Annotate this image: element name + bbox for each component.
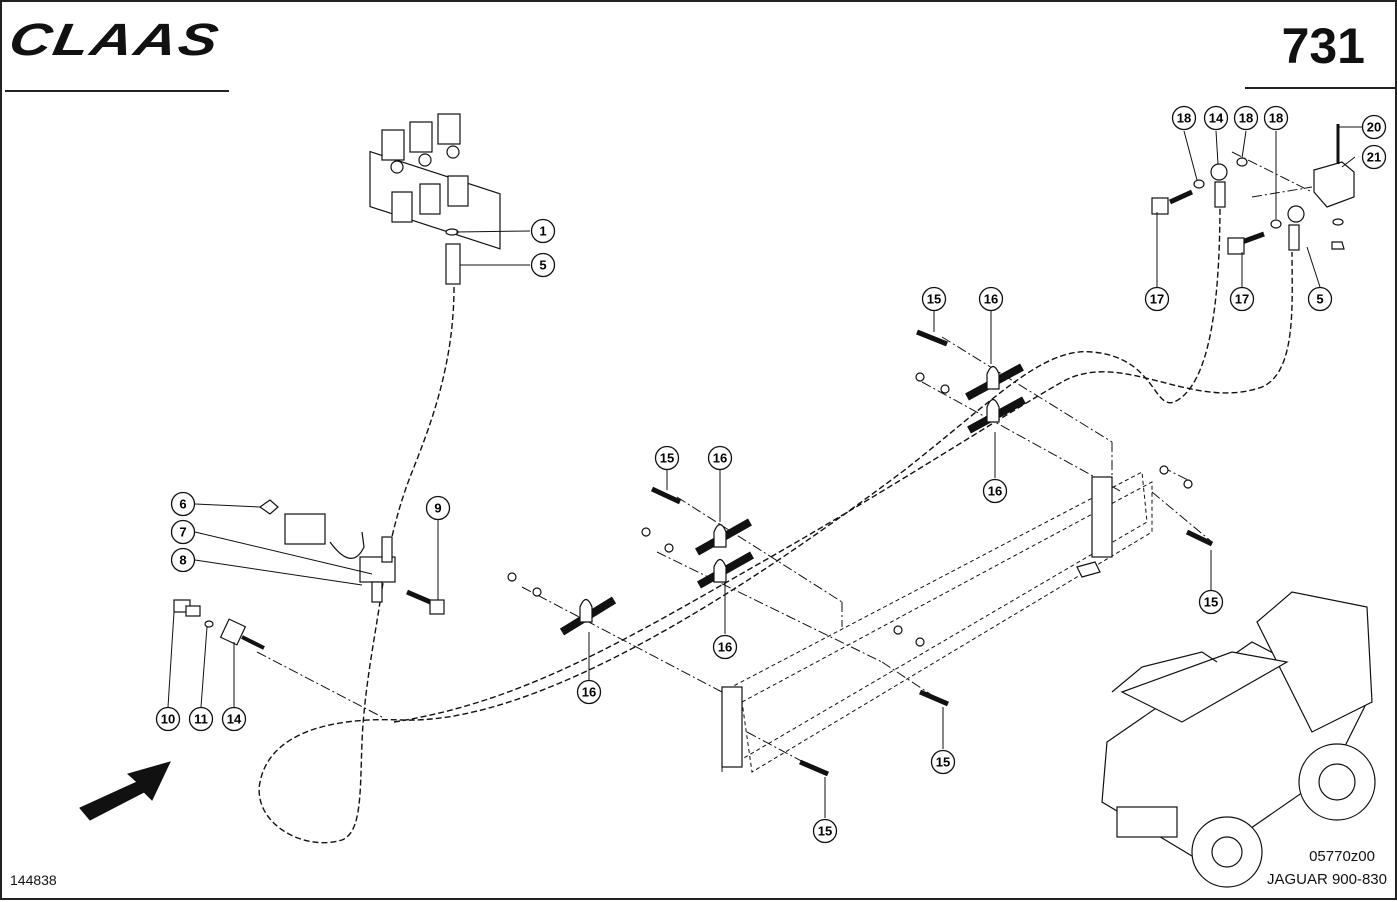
callout-label: 15 (927, 292, 941, 307)
callout-16: 16 (712, 634, 738, 660)
callout-21: 21 (1361, 144, 1387, 170)
callout-label: 18 (1177, 111, 1191, 126)
callout-15: 15 (930, 749, 956, 775)
callout-label: 9 (434, 501, 441, 516)
valve-block (369, 113, 501, 250)
callout-label: 21 (1367, 150, 1381, 165)
callout-label: 16 (718, 640, 732, 655)
callout-label: 17 (1150, 292, 1164, 307)
callout-17: 17 (1229, 286, 1255, 312)
callout-14: 14 (221, 706, 247, 732)
header-rule-right (1245, 87, 1395, 89)
callout-label: 5 (539, 258, 546, 273)
callout-18: 18 (1171, 105, 1197, 131)
callout-20: 20 (1361, 114, 1387, 140)
callout-18: 18 (1263, 105, 1289, 131)
callout-8: 8 (170, 547, 196, 573)
harvester-illustration (1101, 591, 1376, 888)
callout-15: 15 (1198, 589, 1224, 615)
callout-label: 10 (161, 712, 175, 727)
callout-label: 15 (818, 824, 832, 839)
hose-lower (393, 251, 1293, 723)
callout-label: 18 (1269, 111, 1283, 126)
callout-label: 7 (179, 525, 186, 540)
callout-label: 1 (539, 224, 546, 239)
callout-label: 16 (984, 292, 998, 307)
callout-label: 6 (179, 497, 186, 512)
callout-label: 14 (227, 712, 242, 727)
page-number: 731 (1281, 18, 1365, 74)
callout-label: 11 (194, 712, 208, 727)
drawing-number: 144838 (10, 872, 57, 888)
callout-label: 17 (1235, 292, 1249, 307)
callout-16: 16 (576, 679, 602, 705)
callout-11: 11 (188, 706, 214, 732)
callout-1: 1 (530, 218, 556, 244)
callout-5: 5 (530, 252, 556, 278)
callout-5: 5 (1307, 286, 1333, 312)
callout-15: 15 (812, 818, 838, 844)
top-right-fittings (1151, 124, 1355, 255)
middle-clamps (507, 329, 1214, 777)
callout-6: 6 (170, 491, 196, 517)
callout-7: 7 (170, 519, 196, 545)
callout-17: 17 (1144, 286, 1170, 312)
callout-15: 15 (921, 286, 947, 312)
callout-label: 8 (179, 553, 186, 568)
callout-18: 18 (1233, 105, 1259, 131)
callout-label: 14 (1209, 111, 1224, 126)
callout-label: 15 (660, 451, 674, 466)
callout-16: 16 (978, 286, 1004, 312)
model-designation: JAGUAR 900-830 (1266, 871, 1387, 888)
callout-9: 9 (425, 495, 451, 521)
fitting-5 (445, 243, 461, 285)
callout-label: 16 (988, 484, 1002, 499)
callout-label: 18 (1239, 111, 1253, 126)
figure-code: 05770z00 (1309, 848, 1375, 865)
callout-bubbles: 1 5 6 7 8 9 10 11 14 15 16 16 15 16 16 1… (155, 105, 1387, 844)
callout-label: 16 (713, 451, 727, 466)
callout-15: 15 (654, 445, 680, 471)
callout-label: 16 (582, 685, 596, 700)
direction-arrow (79, 761, 171, 821)
left-fittings (173, 599, 265, 650)
callout-label: 5 (1316, 292, 1323, 307)
left-clamp-group (258, 499, 445, 615)
callout-label: 15 (936, 755, 950, 770)
callout-label: 20 (1367, 120, 1381, 135)
callout-16: 16 (707, 445, 733, 471)
callout-10: 10 (155, 706, 181, 732)
callout-14: 14 (1203, 105, 1229, 131)
callout-label: 15 (1204, 595, 1218, 610)
header-rule-left (5, 90, 229, 92)
callout-16: 16 (982, 478, 1008, 504)
